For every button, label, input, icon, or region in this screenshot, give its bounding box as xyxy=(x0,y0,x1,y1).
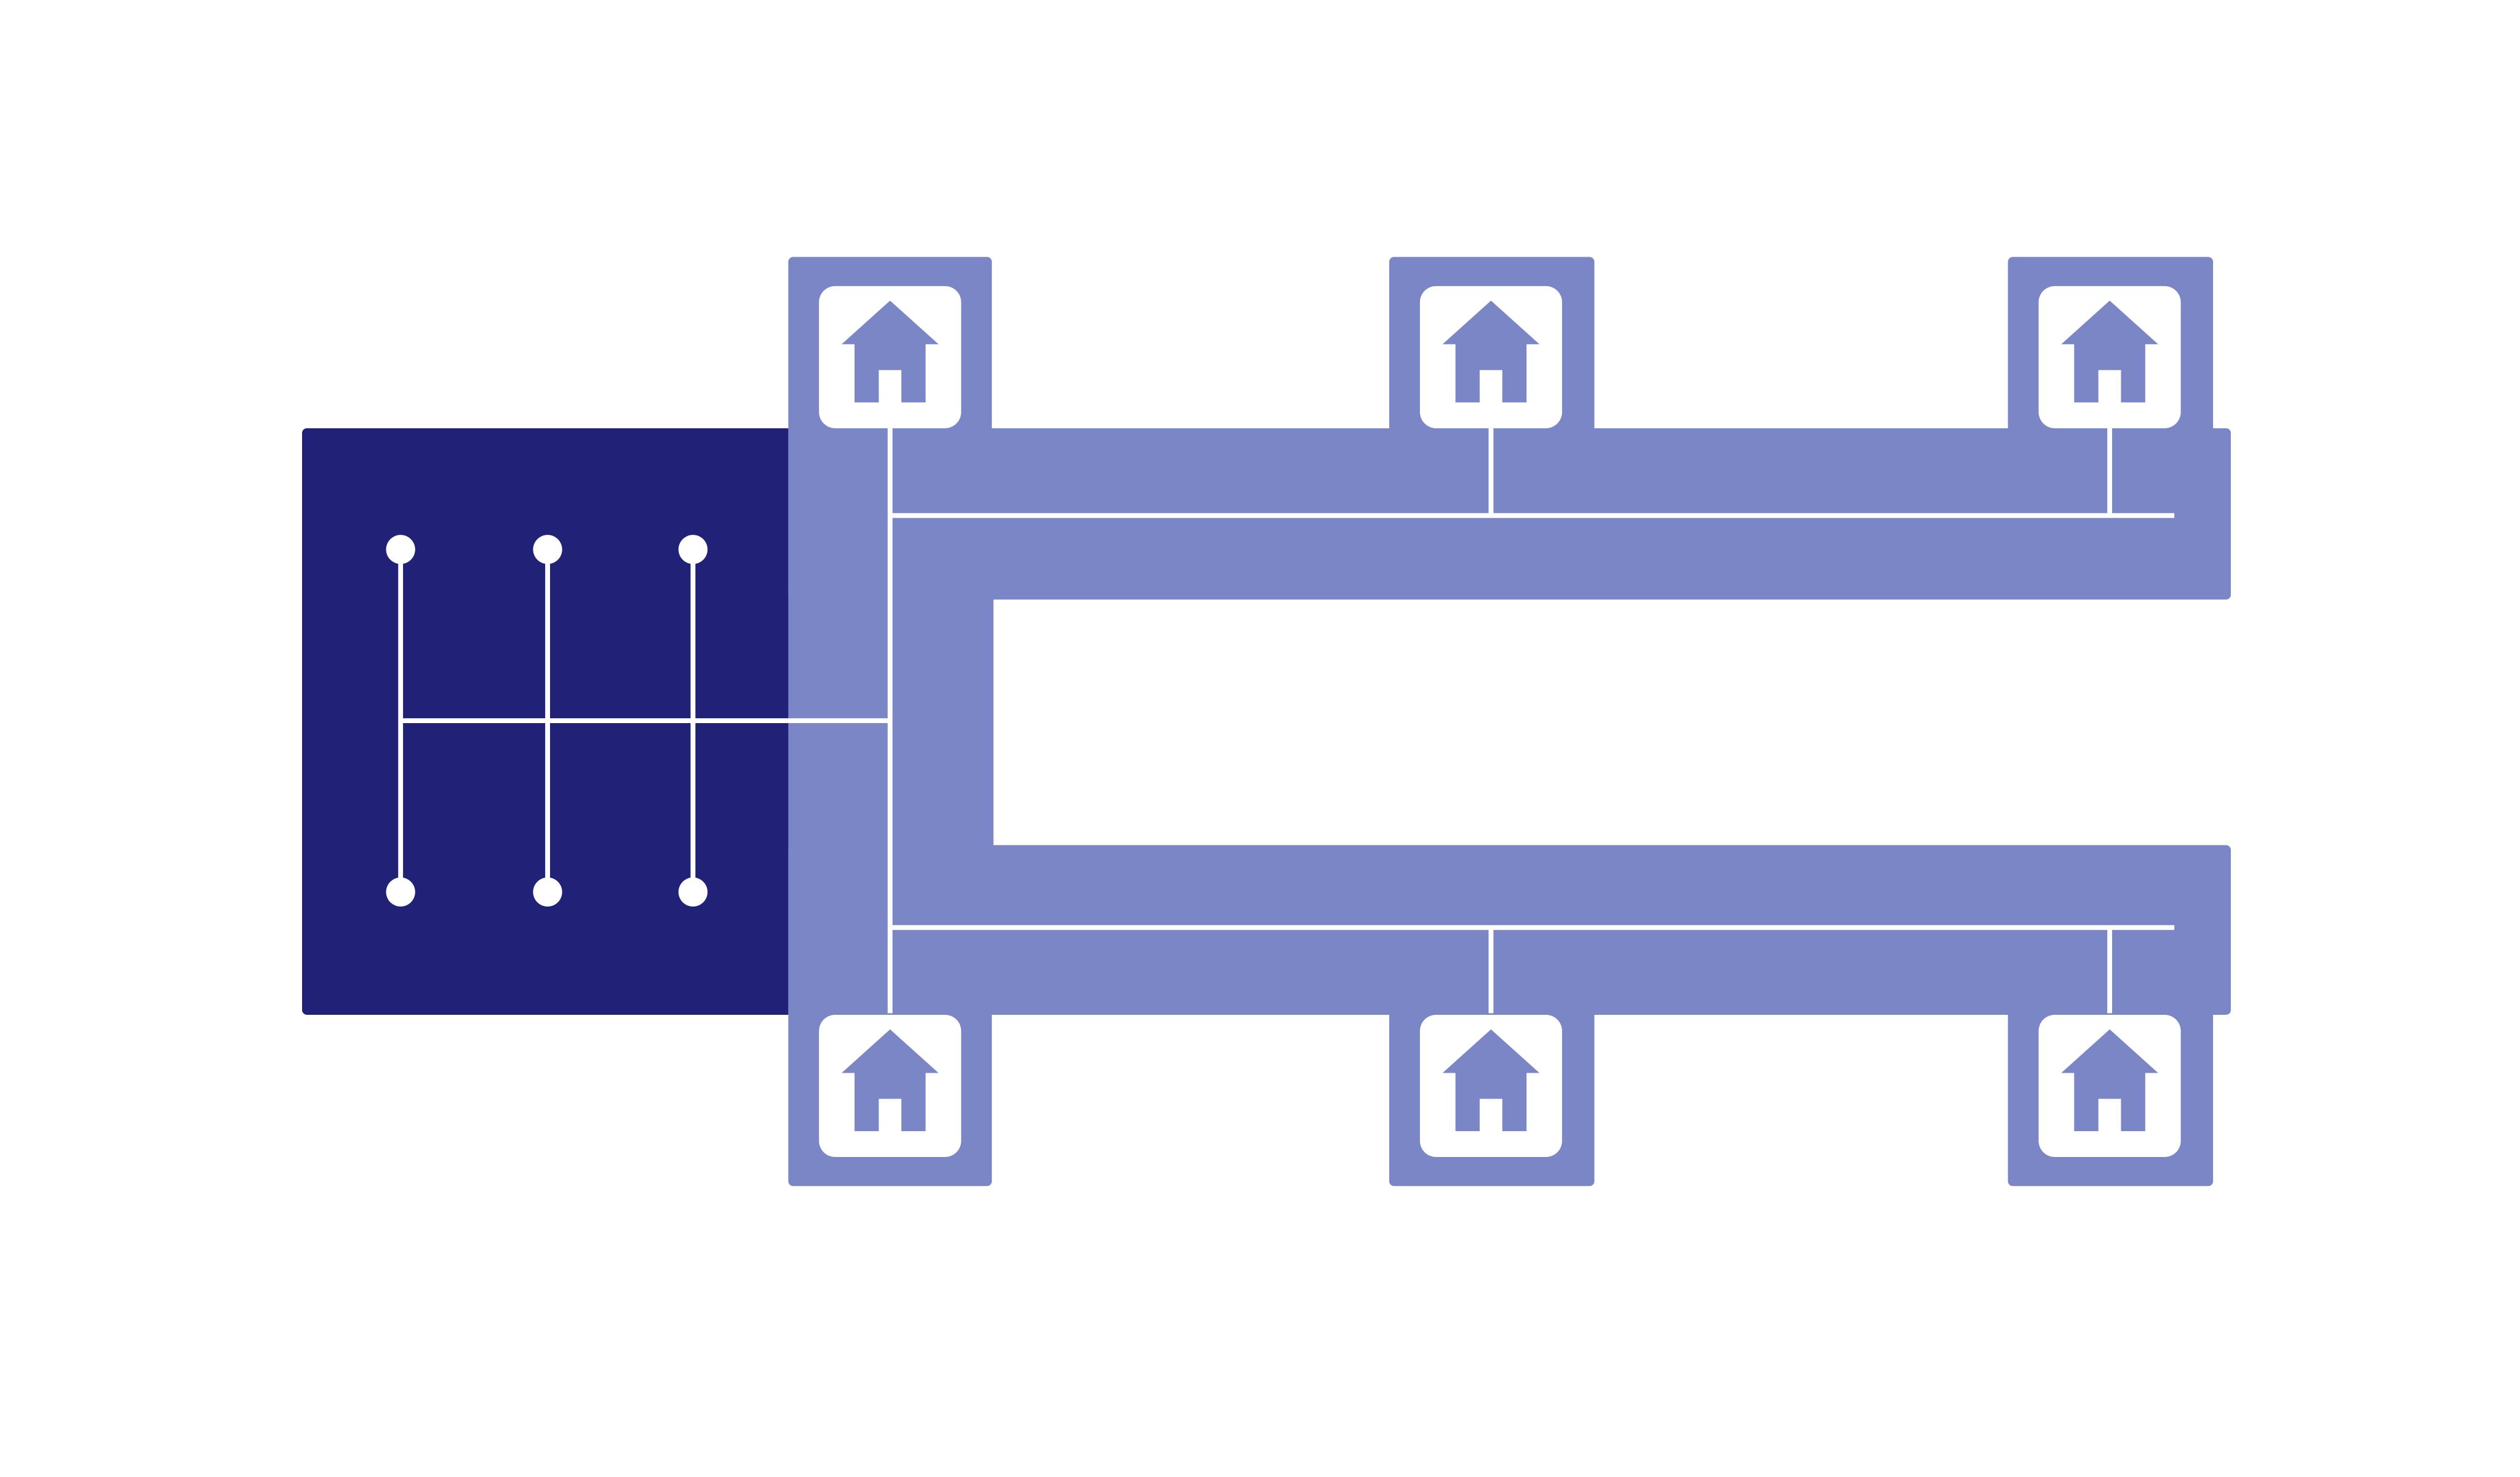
gear-knob-5 xyxy=(533,877,562,907)
gear-knob-4 xyxy=(386,877,415,907)
house-icon xyxy=(2038,1014,2181,1158)
gear-shift-pattern-icon xyxy=(386,535,708,907)
house-icon xyxy=(819,1014,962,1158)
gear-knob-3 xyxy=(678,535,708,564)
house-icon xyxy=(1419,1014,1562,1158)
house-icon xyxy=(819,286,962,428)
house-icon xyxy=(1419,286,1562,428)
gear-knob-2 xyxy=(533,535,562,564)
gear-knob-6 xyxy=(678,877,708,907)
gear-knob-1 xyxy=(386,535,415,564)
distribution-lines xyxy=(401,428,2175,1014)
house-icon xyxy=(2038,286,2181,428)
